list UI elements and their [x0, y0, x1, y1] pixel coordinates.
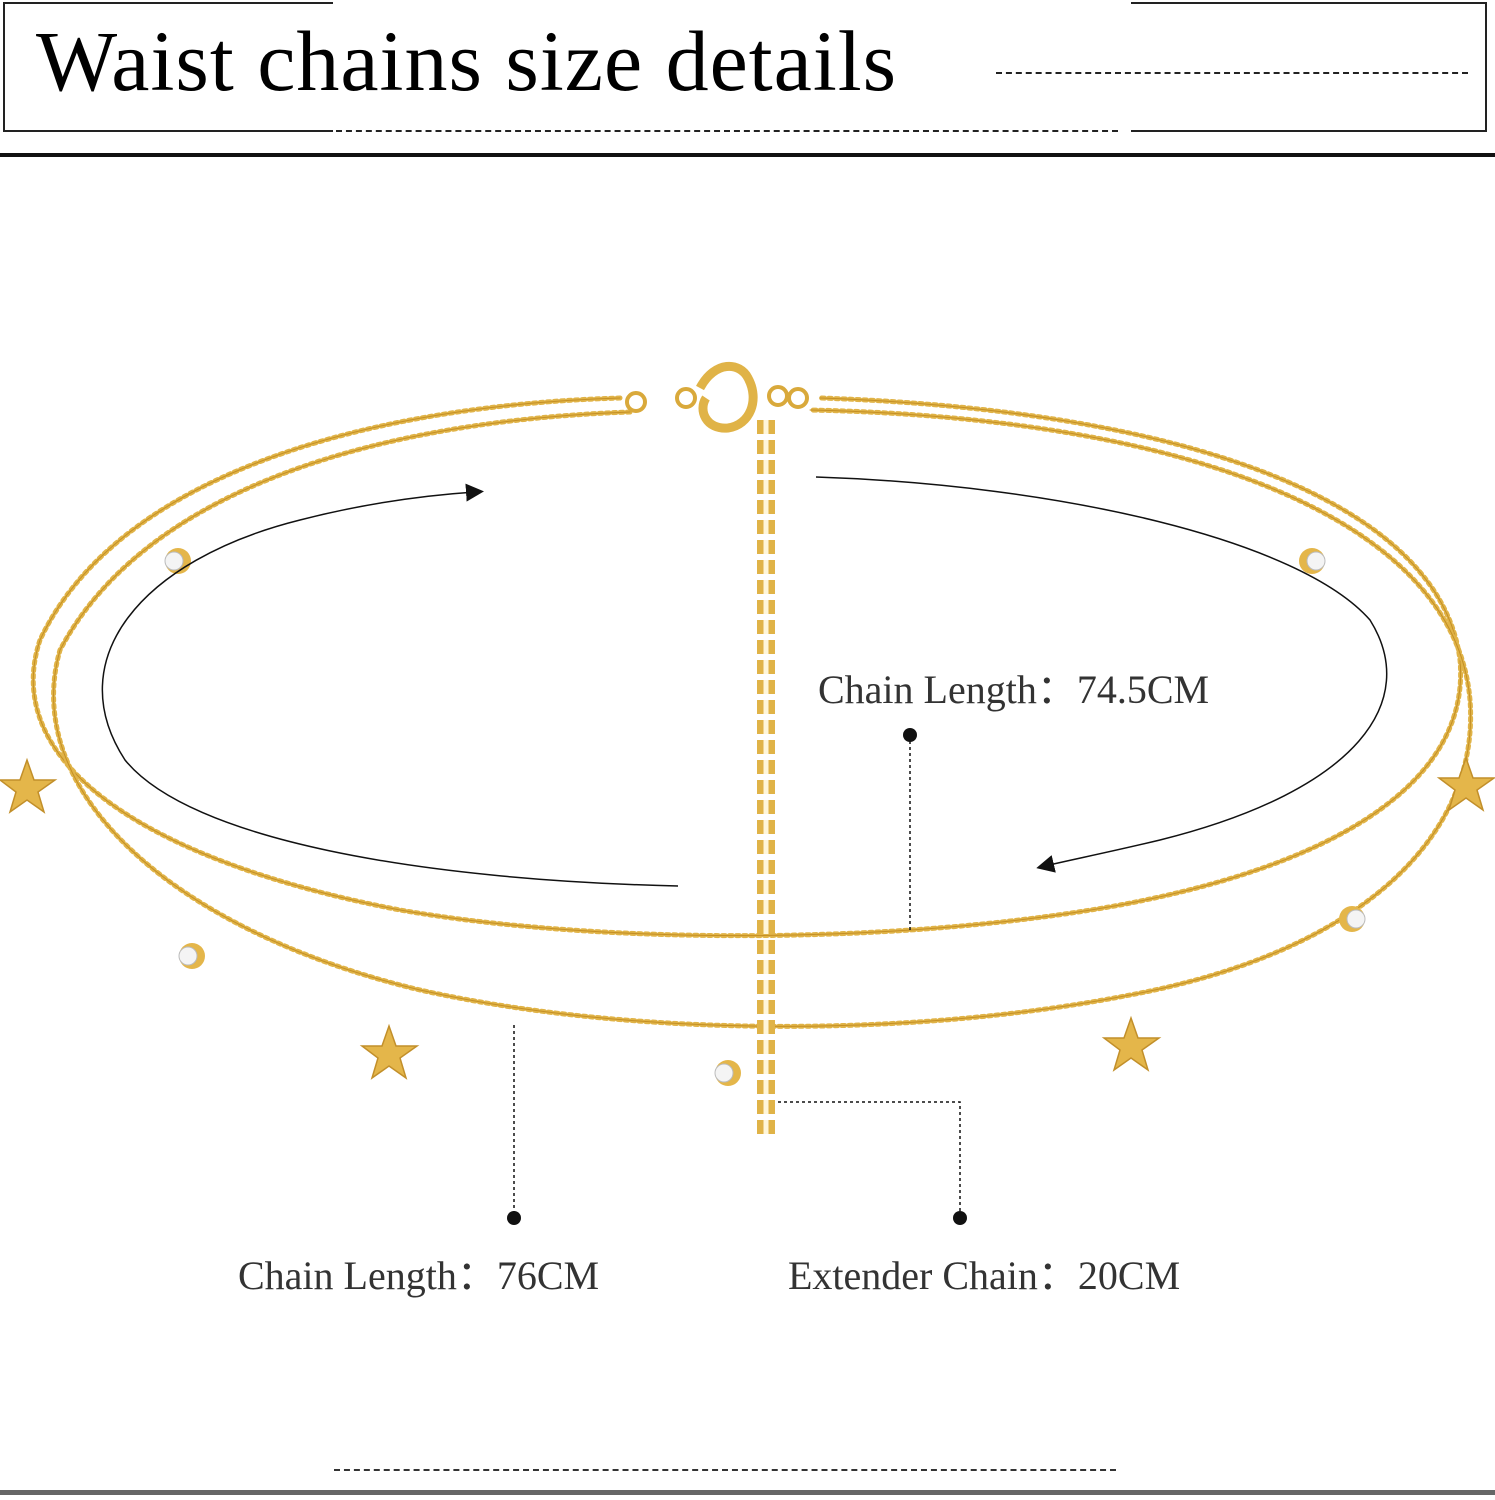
callout-dot — [953, 1211, 967, 1225]
waist-chain-illustration — [0, 361, 1495, 1225]
page-title: Waist chains size details — [36, 13, 898, 109]
rhinestone-charm — [178, 943, 205, 969]
chain-strands — [30, 395, 1474, 1029]
callout-dot — [507, 1211, 521, 1225]
rhinestone-charms — [164, 548, 1366, 1086]
footer-dashed-rule — [334, 1469, 1116, 1471]
star-charm — [359, 1023, 420, 1080]
leader-extender — [778, 1101, 961, 1218]
title-dashed-rule — [996, 72, 1468, 74]
extender-chain-length-label: Extender Chain：20CM — [788, 1253, 1181, 1298]
header-divider — [0, 153, 1495, 157]
upper-chain-length-label: Chain Length：74.5CM — [818, 667, 1210, 712]
star-charms — [0, 755, 1495, 1080]
title-dashed-underline — [336, 130, 1118, 132]
star-charm — [1101, 1015, 1162, 1072]
rhinestone-charm — [1339, 906, 1366, 932]
arrow-left-arc — [101, 483, 679, 887]
rhinestone-charm — [714, 1060, 741, 1086]
lobster-clasp — [625, 361, 809, 433]
circumference-arrows — [101, 476, 1388, 887]
rhinestone-charm — [164, 548, 191, 574]
star-charm — [0, 757, 58, 814]
callout-dot — [903, 728, 917, 742]
callout-dots — [507, 728, 967, 1225]
footer-divider — [0, 1490, 1495, 1495]
lower-chain-length-label: Chain Length：76CM — [238, 1253, 600, 1298]
callout-leaders — [513, 735, 961, 1218]
title-frame — [3, 1, 1487, 136]
arrow-right-arc — [815, 476, 1388, 873]
rhinestone-charm — [1299, 548, 1326, 574]
star-charm — [1436, 755, 1495, 812]
